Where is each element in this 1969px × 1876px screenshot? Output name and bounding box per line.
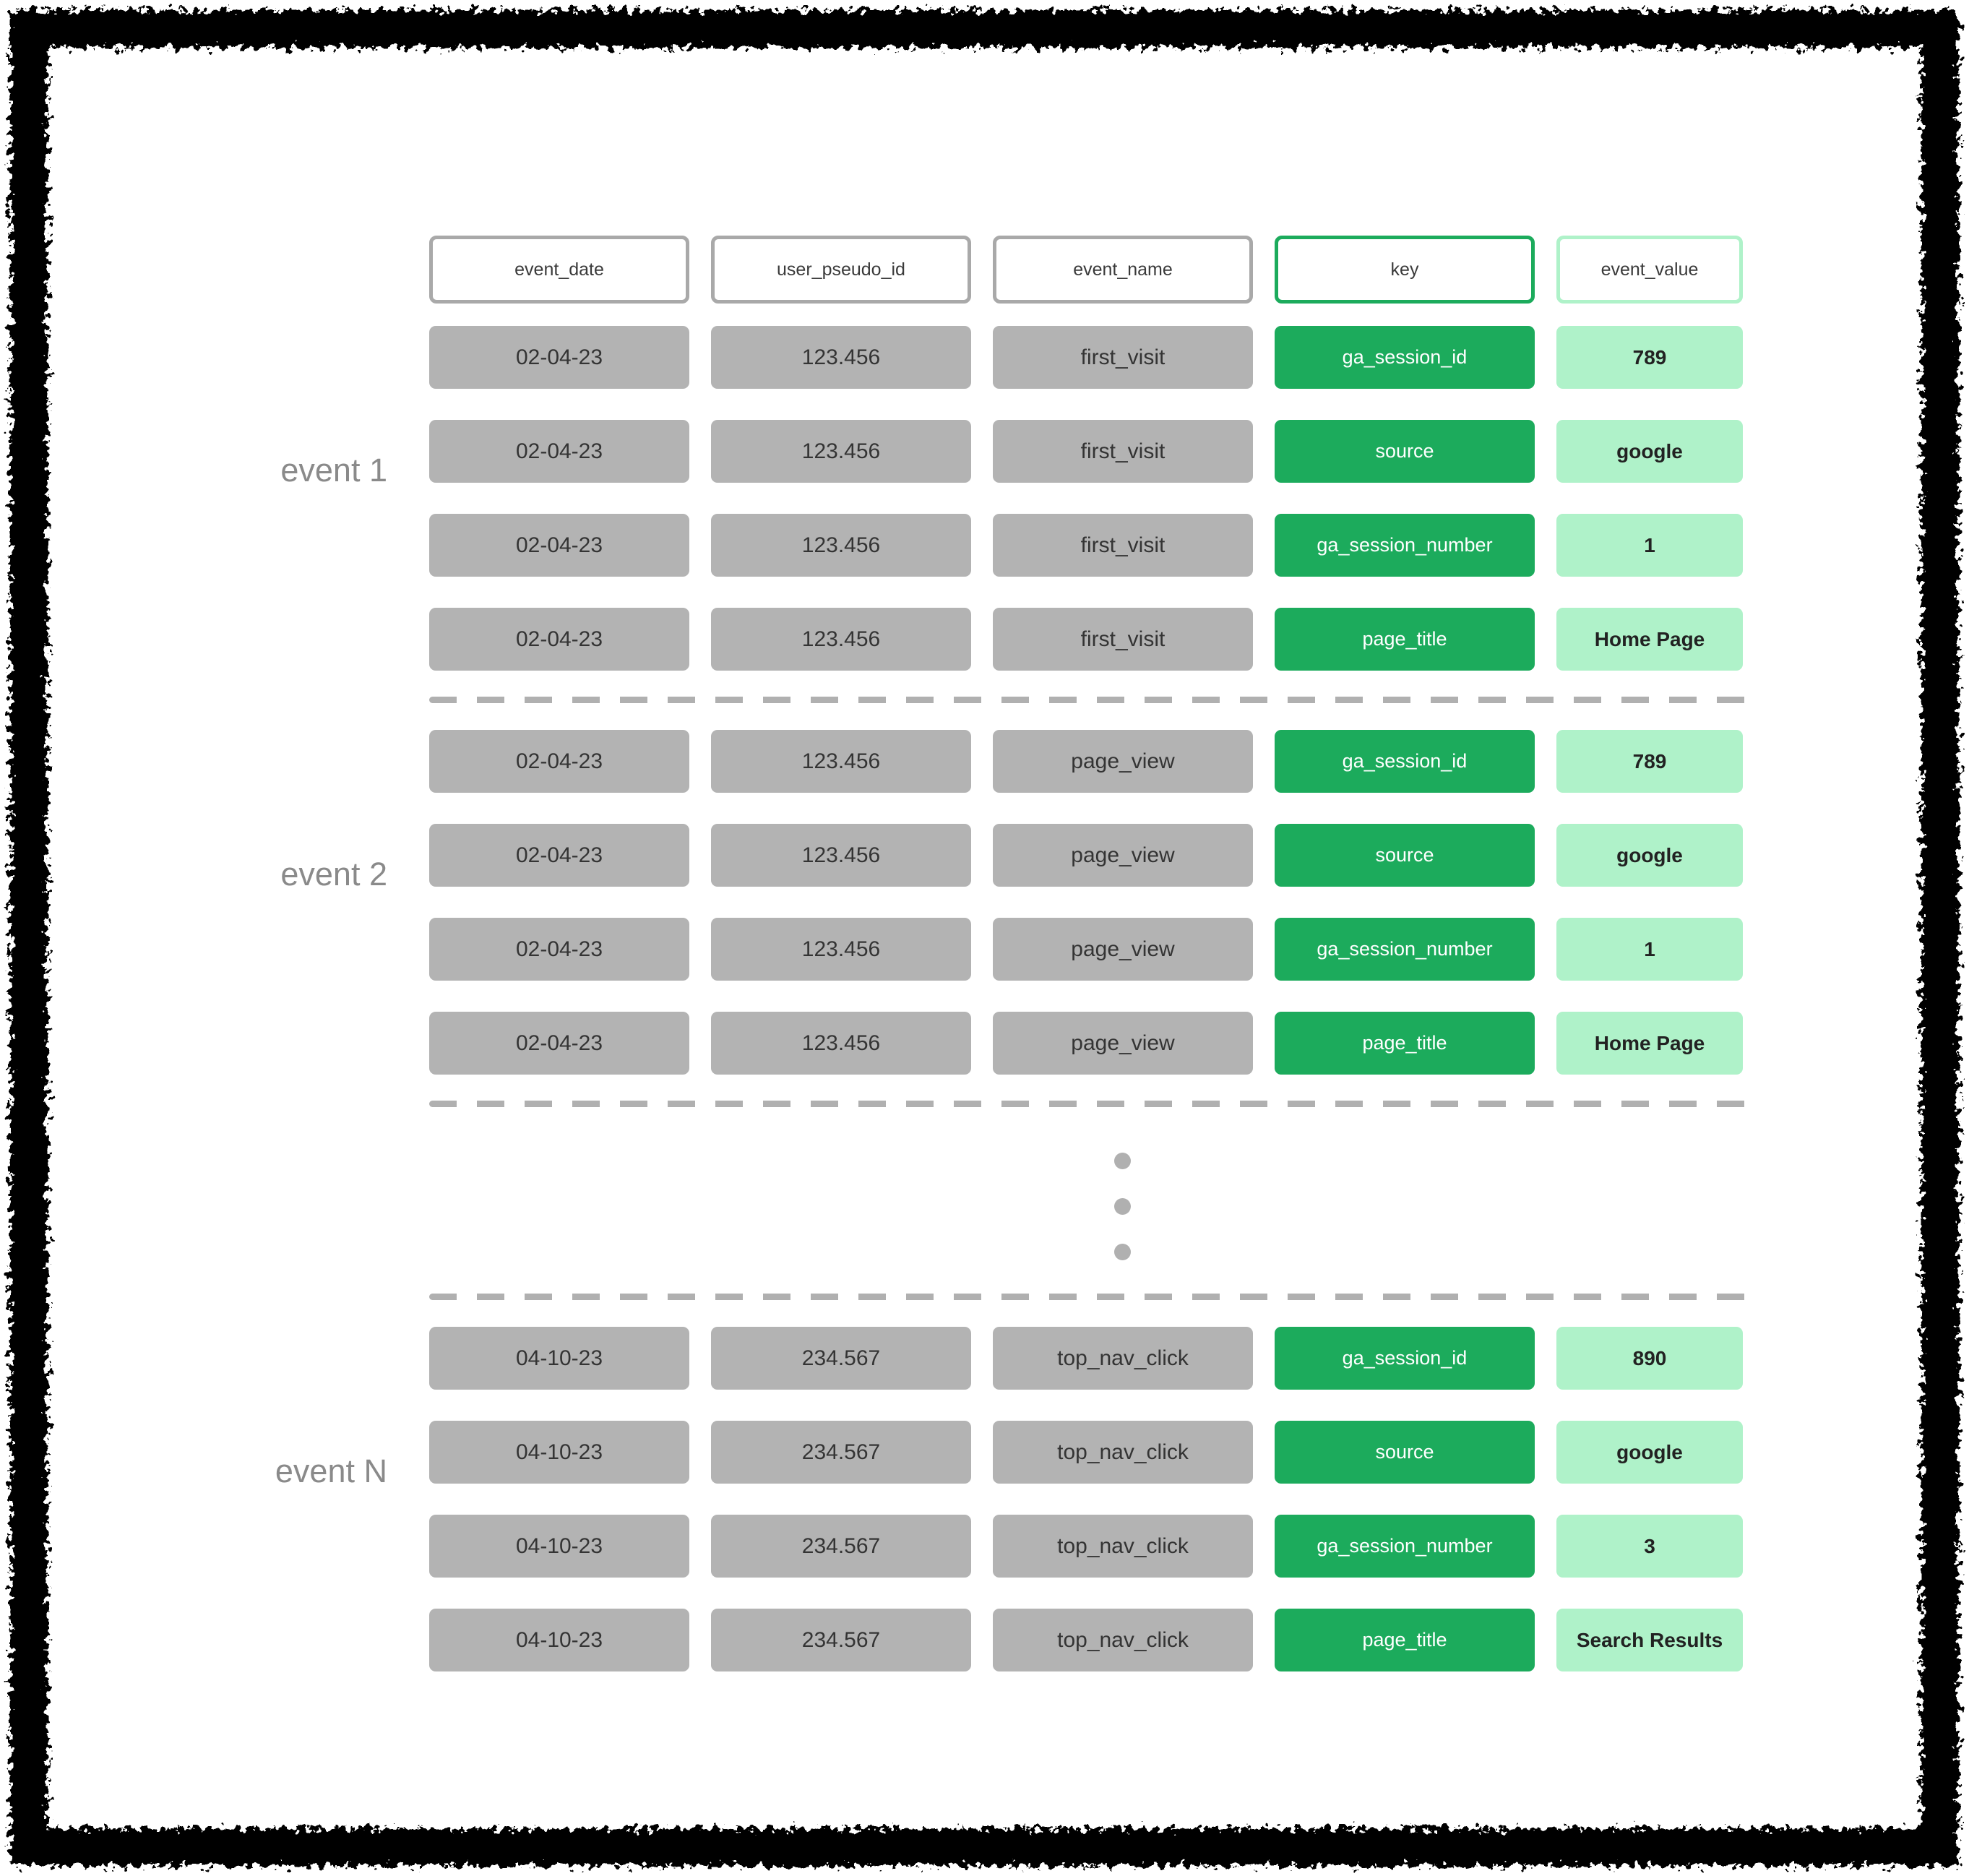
key-cell: ga_session_number xyxy=(1275,918,1535,981)
user-pseudo-id-cell: 123.456 xyxy=(711,918,971,981)
event-name-cell: top_nav_click xyxy=(993,1421,1253,1484)
group-label-event-2: event 2 xyxy=(280,856,387,893)
event-value-cell: Home Page xyxy=(1556,1012,1743,1075)
key-cell: page_title xyxy=(1275,1012,1535,1075)
event-date-cell: 04-10-23 xyxy=(429,1609,689,1671)
event-name-cell: page_view xyxy=(993,918,1253,981)
event-value-cell: 789 xyxy=(1556,730,1743,793)
event-name-cell: top_nav_click xyxy=(993,1515,1253,1578)
table-row: 02-04-23 123.456 first_visit ga_session_… xyxy=(429,326,1763,389)
event-table-diagram: event_date user_pseudo_id event_name key… xyxy=(275,236,1763,1671)
table-row: 02-04-23 123.456 page_view ga_session_nu… xyxy=(429,918,1763,981)
user-pseudo-id-cell: 234.567 xyxy=(711,1421,971,1484)
user-pseudo-id-cell: 123.456 xyxy=(711,420,971,483)
event-value-cell: 890 xyxy=(1556,1327,1743,1390)
event-name-cell: top_nav_click xyxy=(993,1609,1253,1671)
event-name-cell: first_visit xyxy=(993,608,1253,671)
event-value-cell: Home Page xyxy=(1556,608,1743,671)
event-date-cell: 02-04-23 xyxy=(429,1012,689,1075)
event-date-cell: 04-10-23 xyxy=(429,1421,689,1484)
table-row: 04-10-23 234.567 top_nav_click page_titl… xyxy=(429,1609,1763,1671)
table-row: 02-04-23 123.456 first_visit ga_session_… xyxy=(429,514,1763,577)
user-pseudo-id-cell: 234.567 xyxy=(711,1609,971,1671)
table-row: 04-10-23 234.567 top_nav_click ga_sessio… xyxy=(429,1515,1763,1578)
user-pseudo-id-cell: 123.456 xyxy=(711,1012,971,1075)
ellipsis-dot xyxy=(1113,1153,1131,1169)
column-header-event-value: event_value xyxy=(1556,236,1743,304)
table-row: 02-04-23 123.456 page_view page_title Ho… xyxy=(429,1012,1763,1075)
event-name-cell: page_view xyxy=(993,824,1253,887)
table-row: 04-10-23 234.567 top_nav_click source go… xyxy=(429,1421,1763,1484)
table-row: 02-04-23 123.456 first_visit source goog… xyxy=(429,420,1763,483)
event-date-cell: 02-04-23 xyxy=(429,514,689,577)
user-pseudo-id-cell: 123.456 xyxy=(711,608,971,671)
ellipsis-dot xyxy=(1113,1198,1131,1215)
event-value-cell: 3 xyxy=(1556,1515,1743,1578)
user-pseudo-id-cell: 123.456 xyxy=(711,824,971,887)
user-pseudo-id-cell: 123.456 xyxy=(711,326,971,389)
user-pseudo-id-cell: 123.456 xyxy=(711,730,971,793)
key-cell: page_title xyxy=(1275,1609,1535,1671)
ellipsis-dot xyxy=(1113,1244,1131,1260)
event-name-cell: first_visit xyxy=(993,420,1253,483)
event-name-cell: first_visit xyxy=(993,326,1253,389)
key-cell: ga_session_id xyxy=(1275,326,1535,389)
column-header-user-pseudo-id: user_pseudo_id xyxy=(711,236,971,304)
group-label-event-1: event 1 xyxy=(280,452,387,489)
key-cell: source xyxy=(1275,1421,1535,1484)
key-cell: page_title xyxy=(1275,608,1535,671)
event-group-n: event N 04-10-23 234.567 top_nav_click g… xyxy=(275,1327,1763,1671)
user-pseudo-id-cell: 123.456 xyxy=(711,514,971,577)
event-value-cell: 1 xyxy=(1556,514,1743,577)
header-row: event_date user_pseudo_id event_name key… xyxy=(429,236,1763,304)
event-date-cell: 02-04-23 xyxy=(429,326,689,389)
table-row: 04-10-23 234.567 top_nav_click ga_sessio… xyxy=(429,1327,1763,1390)
event-value-cell: google xyxy=(1556,824,1743,887)
table-row: 02-04-23 123.456 page_view source google xyxy=(429,824,1763,887)
user-pseudo-id-cell: 234.567 xyxy=(711,1327,971,1390)
event-group-2: event 2 02-04-23 123.456 page_view ga_se… xyxy=(280,730,1763,1075)
key-cell: ga_session_number xyxy=(1275,1515,1535,1578)
ellipsis-dots xyxy=(992,1134,1252,1268)
event-value-cell: google xyxy=(1556,1421,1743,1484)
event-date-cell: 02-04-23 xyxy=(429,420,689,483)
event-value-cell: google xyxy=(1556,420,1743,483)
key-cell: ga_session_id xyxy=(1275,1327,1535,1390)
key-cell: ga_session_number xyxy=(1275,514,1535,577)
key-cell: source xyxy=(1275,420,1535,483)
group-label-event-n: event N xyxy=(275,1453,387,1490)
key-cell: source xyxy=(1275,824,1535,887)
event-date-cell: 04-10-23 xyxy=(429,1515,689,1578)
column-header-event-date: event_date xyxy=(429,236,689,304)
event-name-cell: page_view xyxy=(993,1012,1253,1075)
column-header-key: key xyxy=(1275,236,1535,304)
column-header-event-name: event_name xyxy=(993,236,1253,304)
dashed-separator xyxy=(429,1294,1763,1300)
event-group-1: event 1 02-04-23 123.456 first_visit ga_… xyxy=(280,326,1763,671)
event-value-cell: 789 xyxy=(1556,326,1743,389)
event-date-cell: 02-04-23 xyxy=(429,824,689,887)
event-value-cell: Search Results xyxy=(1556,1609,1743,1671)
dashed-separator xyxy=(429,697,1763,703)
user-pseudo-id-cell: 234.567 xyxy=(711,1515,971,1578)
event-date-cell: 02-04-23 xyxy=(429,730,689,793)
key-cell: ga_session_id xyxy=(1275,730,1535,793)
event-name-cell: first_visit xyxy=(993,514,1253,577)
event-name-cell: top_nav_click xyxy=(993,1327,1253,1390)
table-row: 02-04-23 123.456 page_view ga_session_id… xyxy=(429,730,1763,793)
event-date-cell: 02-04-23 xyxy=(429,608,689,671)
event-value-cell: 1 xyxy=(1556,918,1743,981)
event-date-cell: 02-04-23 xyxy=(429,918,689,981)
event-name-cell: page_view xyxy=(993,730,1253,793)
event-date-cell: 04-10-23 xyxy=(429,1327,689,1390)
dashed-separator xyxy=(429,1101,1763,1107)
table-row: 02-04-23 123.456 first_visit page_title … xyxy=(429,608,1763,671)
